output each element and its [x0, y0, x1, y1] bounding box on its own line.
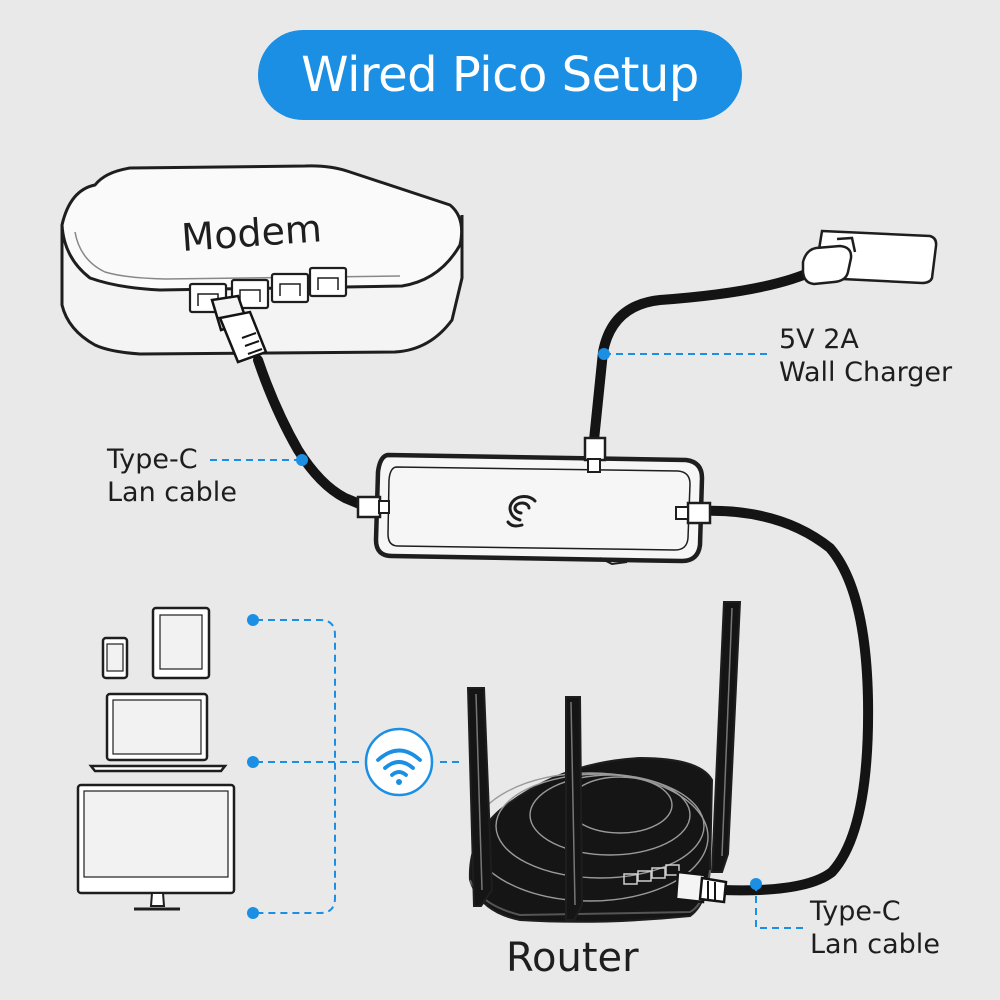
phone-icon — [101, 636, 129, 680]
laptop-icon — [88, 692, 228, 773]
dashed-connectors — [210, 353, 805, 929]
monitor-icon — [76, 783, 236, 911]
pico-adapter — [356, 436, 712, 566]
charger-label-line1: 5V 2A — [779, 324, 859, 355]
lan-out-label-line1: Type-C — [810, 896, 901, 927]
wall-charger — [801, 229, 938, 286]
charger-cable — [589, 265, 820, 445]
pico-to-router-cable — [695, 505, 874, 896]
lan-in-label-line1: Type-C — [107, 444, 198, 475]
wifi-icon — [364, 727, 434, 797]
modem-device — [60, 164, 464, 356]
page-title: Wired Pico Setup — [258, 30, 742, 120]
lan-out-label-line2: Lan cable — [810, 929, 940, 960]
cables — [253, 265, 874, 896]
router-plug — [674, 870, 728, 904]
connector-dots — [247, 348, 762, 919]
modem-plug — [210, 294, 268, 364]
modem-ports — [188, 266, 348, 314]
pico-logo-icon — [506, 495, 537, 528]
tablet-icon — [151, 606, 211, 680]
charger-label-line2: Wall Charger — [779, 357, 953, 388]
router-label: Router — [506, 935, 639, 981]
lan-in-label-line2: Lan cable — [107, 477, 237, 508]
modem-to-pico-cable — [253, 355, 367, 510]
